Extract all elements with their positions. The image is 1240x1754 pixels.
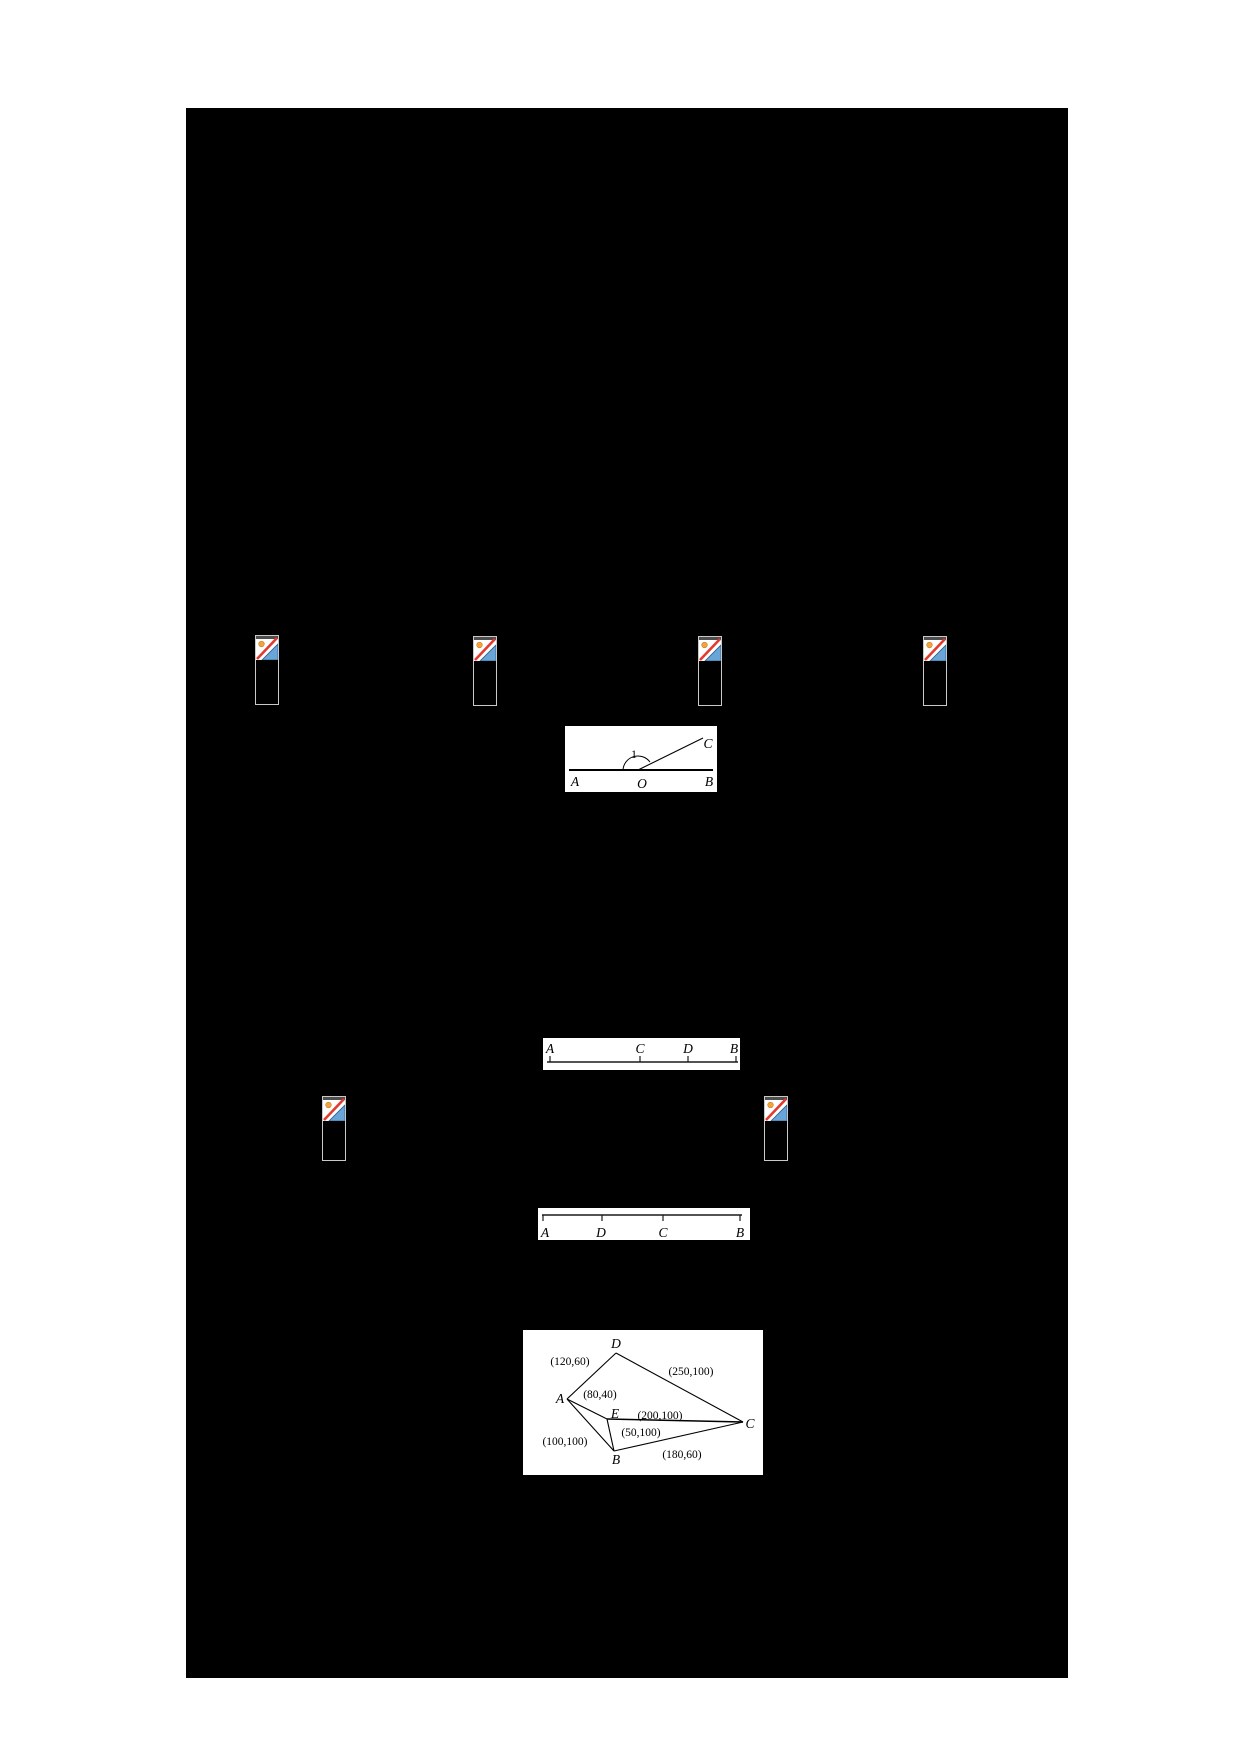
point-label-b: B bbox=[730, 1041, 738, 1056]
vertex-label-c: C bbox=[745, 1416, 755, 1431]
segment-diagram-bottom: A D C B bbox=[540, 1214, 744, 1240]
edge-bc bbox=[613, 1421, 744, 1452]
broken-image-placeholder-5 bbox=[322, 1096, 346, 1161]
point-label-a: A bbox=[570, 774, 580, 789]
point-label-a: A bbox=[540, 1225, 550, 1240]
broken-image-placeholder-3 bbox=[698, 636, 722, 706]
segment-diagram-top: A C D B bbox=[545, 1041, 738, 1063]
angle-arc bbox=[622, 755, 651, 771]
edge-ad bbox=[566, 1352, 617, 1400]
figure-segment-acdb: A C D B bbox=[543, 1038, 740, 1070]
vertex-label-a: A bbox=[555, 1391, 565, 1406]
point-label-o: O bbox=[637, 776, 647, 791]
edge-be bbox=[606, 1418, 615, 1452]
edge-label-ab: (100,100) bbox=[542, 1436, 587, 1448]
edge-dc bbox=[615, 1352, 744, 1423]
angle-number-label: 1 bbox=[631, 747, 637, 761]
figure-angle-aob: A O B C 1 bbox=[565, 726, 717, 792]
figure-segment-adcb: A D C B bbox=[538, 1208, 750, 1240]
network-edges bbox=[566, 1352, 744, 1452]
ray-oc bbox=[637, 737, 704, 771]
edge-label-ec: (200,100) bbox=[637, 1410, 682, 1422]
broken-image-placeholder-1 bbox=[255, 635, 279, 705]
edge-label-ad: (120,60) bbox=[550, 1356, 589, 1368]
vertex-label-d: D bbox=[610, 1336, 621, 1351]
broken-image-icon bbox=[474, 637, 496, 661]
figure-network-abcde: D A E C B (120,60) (250,100) (80,40) (20… bbox=[523, 1330, 763, 1475]
broken-image-placeholder-4 bbox=[923, 636, 947, 706]
edge-ae bbox=[566, 1398, 608, 1420]
broken-image-icon bbox=[924, 637, 946, 661]
angle-diagram: A O B C 1 bbox=[569, 736, 713, 791]
point-label-b: B bbox=[705, 774, 713, 789]
broken-image-placeholder-2 bbox=[473, 636, 497, 706]
point-label-c: C bbox=[635, 1041, 645, 1056]
point-label-d: D bbox=[595, 1225, 606, 1240]
broken-image-icon bbox=[256, 636, 278, 660]
vertex-label-b: B bbox=[612, 1452, 620, 1467]
edge-label-dc: (250,100) bbox=[668, 1366, 713, 1378]
edge-ab bbox=[566, 1398, 615, 1452]
edge-label-ae: (80,40) bbox=[583, 1389, 617, 1401]
point-label-c: C bbox=[703, 736, 713, 751]
broken-image-icon bbox=[323, 1097, 345, 1121]
broken-image-icon bbox=[765, 1097, 787, 1121]
point-label-a: A bbox=[545, 1041, 555, 1056]
scanned-content-canvas: A O B C 1 A C D B bbox=[186, 108, 1068, 1678]
broken-image-placeholder-6 bbox=[764, 1096, 788, 1161]
edge-label-bc: (180,60) bbox=[662, 1449, 701, 1461]
point-label-d: D bbox=[682, 1041, 693, 1056]
point-label-c: C bbox=[658, 1225, 668, 1240]
point-label-b: B bbox=[736, 1225, 744, 1240]
broken-image-icon bbox=[699, 637, 721, 661]
network-diagram: D A E C B (120,60) (250,100) (80,40) (20… bbox=[542, 1336, 755, 1467]
edge-label-be: (50,100) bbox=[621, 1427, 660, 1439]
edge-ec bbox=[606, 1418, 744, 1423]
vertex-label-e: E bbox=[610, 1406, 620, 1421]
